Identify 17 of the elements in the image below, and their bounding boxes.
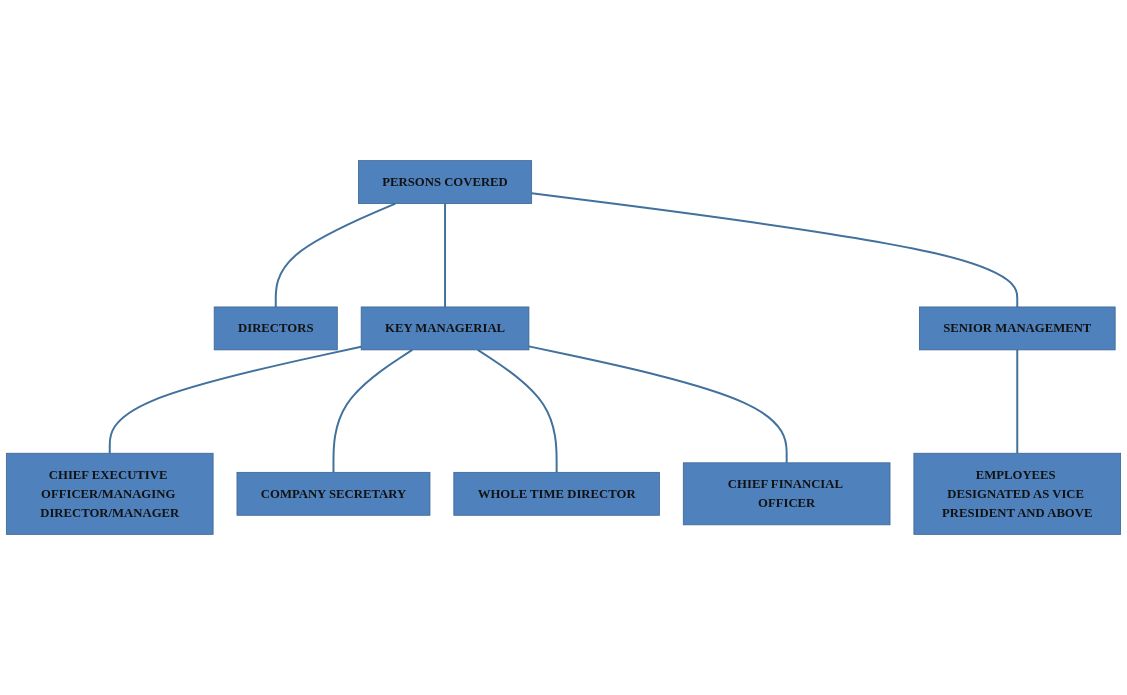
node-box: SENIOR MANAGEMENT bbox=[918, 306, 1116, 351]
node-box: PERSONS COVERED bbox=[358, 160, 533, 204]
connector bbox=[527, 345, 788, 464]
connector bbox=[1016, 348, 1019, 455]
node-box: CHIEF FINANCIAL OFFICER bbox=[682, 462, 891, 526]
node-box: KEY MANAGERIAL bbox=[360, 306, 530, 351]
node-box: DIRECTORS bbox=[213, 306, 338, 351]
node-box: COMPANY SECRETARY bbox=[236, 471, 431, 516]
connector bbox=[332, 348, 414, 474]
connector bbox=[444, 202, 447, 308]
connector bbox=[476, 348, 558, 474]
connector bbox=[274, 202, 397, 308]
node-box: WHOLE TIME DIRECTOR bbox=[453, 471, 660, 516]
node-box: EMPLOYEES DESIGNATED AS VICE PRESIDENT AND ABOVE bbox=[913, 452, 1122, 535]
connector bbox=[108, 345, 363, 455]
connector bbox=[530, 192, 1019, 308]
node-box: CHIEF EXECUTIVE OFFICER/MANAGING DIRECTOR/MANAGER bbox=[5, 452, 214, 535]
